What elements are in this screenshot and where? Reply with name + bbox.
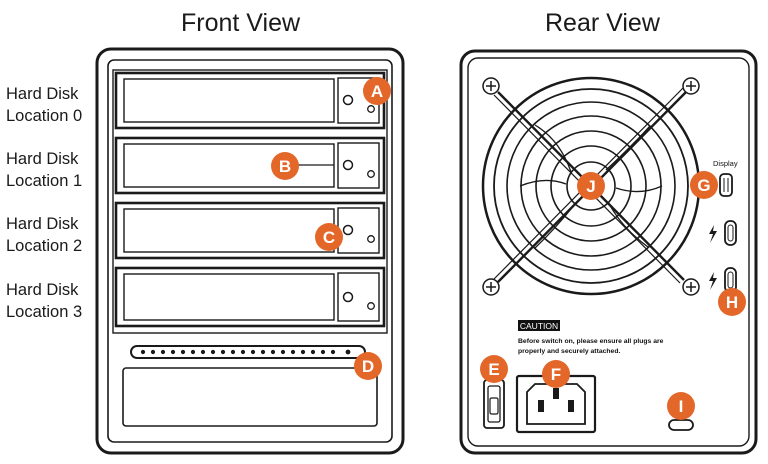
callout-d: D xyxy=(354,352,382,380)
front-led-dots xyxy=(140,349,351,355)
hard-disk-label-1-line2: Location 1 xyxy=(6,172,83,190)
callout-c: C xyxy=(315,223,343,251)
hard-disk-label-0: Hard Disk Location 0 xyxy=(6,83,82,127)
callout-a: A xyxy=(363,77,391,105)
screw-icon xyxy=(482,77,700,296)
drive-tray-1 xyxy=(114,136,386,195)
front-led-strip xyxy=(130,345,366,359)
hard-disk-label-3: Hard Disk Location 3 xyxy=(6,279,82,323)
callout-j: J xyxy=(577,172,605,200)
hard-disk-label-2: Hard Disk Location 2 xyxy=(6,213,82,257)
rear-outer-shell xyxy=(459,49,758,455)
callout-h-label: H xyxy=(726,293,738,312)
thunderbolt-port-1 xyxy=(709,220,737,246)
caution-line-2: properly and securely attached. xyxy=(518,348,620,355)
hard-disk-label-1: Hard Disk Location 1 xyxy=(6,148,82,192)
callout-f-label: F xyxy=(551,365,561,384)
callout-i: I xyxy=(667,392,695,420)
caution-block: CAUTION Before switch on, please ensure … xyxy=(518,320,664,355)
callout-b: B xyxy=(271,152,299,180)
tray-0-led xyxy=(342,94,354,106)
hard-disk-label-3-line1: Hard Disk xyxy=(6,281,79,299)
callout-c-label: C xyxy=(323,228,335,247)
hard-disk-label-2-line2: Location 2 xyxy=(6,237,83,255)
hard-disk-label-0-line2: Location 0 xyxy=(6,107,83,125)
rear-led-indicator xyxy=(668,419,694,431)
callout-a-label: A xyxy=(371,82,383,101)
front-view-title: Front View xyxy=(181,9,301,37)
drive-tray-3 xyxy=(114,266,386,328)
caution-line-1: Before switch on, please ensure all plug… xyxy=(518,338,664,345)
display-port-icon xyxy=(719,173,733,197)
front-callouts: A B C D xyxy=(271,77,391,380)
rear-view-title: Rear View xyxy=(545,9,660,37)
callout-j-label: J xyxy=(586,177,595,196)
tray-0-lock xyxy=(367,105,375,113)
drive-tray-2 xyxy=(114,201,386,260)
rear-callouts: E F G H I J xyxy=(480,171,746,420)
thunderbolt-icon xyxy=(709,272,717,290)
callout-i-label: I xyxy=(679,397,684,416)
front-enclosure xyxy=(95,47,405,455)
caution-label: CAUTION xyxy=(520,321,558,331)
callout-d-label: D xyxy=(362,357,374,376)
display-port-label: Display xyxy=(713,159,738,168)
hard-disk-label-3-line2: Location 3 xyxy=(6,303,83,321)
front-inner-frame xyxy=(107,59,393,443)
thunderbolt-icon xyxy=(709,225,717,243)
callout-f: F xyxy=(542,360,570,388)
callout-h: H xyxy=(718,288,746,316)
front-outer-shell xyxy=(95,47,405,455)
callout-e-label: E xyxy=(488,360,499,379)
rear-inner-panel xyxy=(467,57,750,447)
drive-bay-frame xyxy=(112,69,388,334)
power-switch-icon xyxy=(483,379,505,429)
drive-tray-0 xyxy=(114,71,386,130)
hard-disk-label-2-line1: Hard Disk xyxy=(6,215,79,233)
rear-enclosure xyxy=(459,49,758,455)
hard-disk-label-1-line1: Hard Disk xyxy=(6,150,79,168)
callout-g-label: G xyxy=(697,176,710,195)
hard-disk-label-0-line1: Hard Disk xyxy=(6,85,79,103)
callout-b-label: B xyxy=(279,157,291,176)
callout-e: E xyxy=(480,355,508,383)
front-lower-panel xyxy=(122,367,378,427)
callout-g: G xyxy=(690,171,718,199)
